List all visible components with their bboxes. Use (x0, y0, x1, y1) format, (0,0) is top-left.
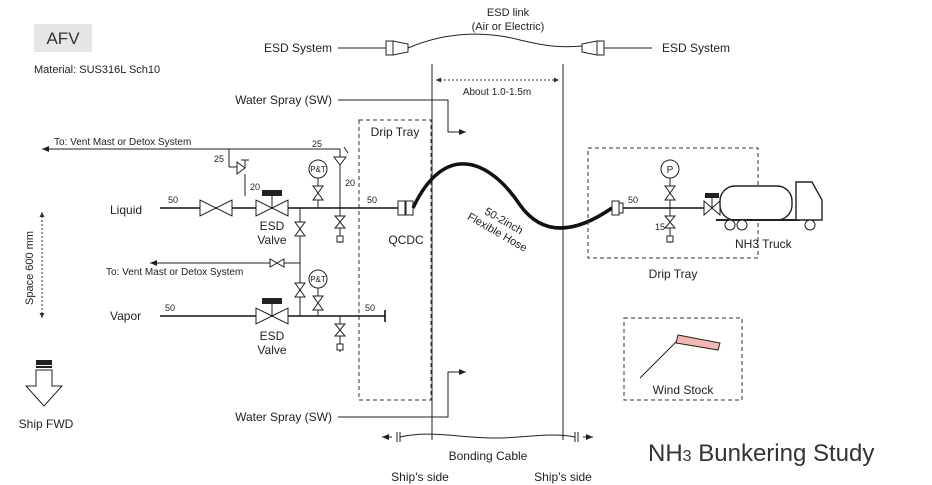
vapor-esd-valve (255, 298, 289, 325)
esd-valve-upper-label: ESD (260, 219, 285, 233)
wind-sock-icon (639, 334, 721, 379)
pt-instrument-lower (308, 269, 328, 316)
afv-badge (34, 24, 92, 52)
study-title-sub: 3 (683, 448, 692, 465)
afv-badge-label: AFV (46, 29, 80, 48)
distance-label: About 1.0-1.5m (463, 87, 531, 98)
bonding-cable-label: Bonding Cable (449, 449, 528, 463)
cross-connection (294, 208, 306, 316)
vapor-drain-valve (333, 316, 347, 352)
water-spray-bottom-label: Water Spray (SW) (235, 410, 332, 424)
size-50-truck: 50 (628, 195, 638, 205)
wind-stock-box (623, 317, 743, 401)
pt-lower-label: P&T (310, 275, 326, 284)
truck-coupling (611, 200, 624, 216)
pt-instrument-upper (308, 159, 328, 208)
size-50-vapor-b: 50 (365, 303, 375, 313)
hose-label: 50-2inch Flexible Hose (465, 206, 529, 255)
liquid-manual-valve (199, 199, 233, 217)
ship-drip-tray-label: Drip Tray (371, 125, 420, 139)
material-label: Material: SUS316L Sch10 (34, 64, 160, 76)
bonding-cable (382, 432, 593, 442)
vent-top-line (42, 146, 341, 157)
qcdc-label: QCDC (388, 233, 424, 247)
relief-valve-25-a (236, 159, 249, 175)
esd-valve-lower-label: ESD (260, 329, 285, 343)
size-25-b: 25 (312, 139, 322, 149)
wind-stock-label: Wind Stock (653, 383, 715, 397)
water-spray-bottom-line (338, 369, 466, 418)
size-15-truck: 15 (655, 222, 665, 232)
esd-system-left-label: ESD System (264, 41, 332, 55)
esd-link-label: ESD link (487, 7, 530, 19)
liquid-esd-valve (255, 190, 289, 217)
esd-link-line (407, 33, 583, 49)
space-label-wrap: Space 600 mm (24, 231, 36, 305)
liquid-label: Liquid (110, 203, 142, 217)
size-20-a: 20 (250, 182, 260, 192)
water-spray-top-line (338, 99, 466, 135)
ships-side-right-label: Ship's side (534, 470, 592, 484)
p-truck-label: P (667, 165, 674, 176)
nh3-truck-icon (716, 181, 823, 231)
truck-drip-tray-label: Drip Tray (649, 267, 698, 281)
liquid-drain-valve (333, 208, 347, 243)
size-50-liquid-a: 50 (168, 195, 178, 205)
vapor-label: Vapor (110, 309, 141, 323)
qcdc-coupling (397, 200, 414, 216)
size-50-vapor-a: 50 (165, 303, 175, 313)
size-50-liquid-b: 50 (367, 195, 377, 205)
esd-connector-left (385, 40, 409, 56)
ship-drip-tray (358, 119, 432, 401)
size-25-a: 25 (214, 154, 224, 164)
ship-fwd-label: Ship FWD (19, 417, 74, 431)
pt-upper-label: P&T (310, 165, 326, 174)
esd-system-right-label: ESD System (662, 41, 730, 55)
vent-mid-label: To: Vent Mast or Detox System (106, 267, 243, 278)
study-title-nh: NH (648, 440, 683, 467)
esd-link-sublabel: (Air or Electric) (472, 21, 545, 33)
vent-top-label: To: Vent Mast or Detox System (54, 137, 191, 148)
study-title: NH3 Bunkering Study (648, 440, 874, 467)
vent-mid-valve (269, 258, 285, 268)
flexible-hose (411, 162, 613, 230)
study-title-rest: Bunkering Study (692, 440, 875, 467)
esd-valve-lower-sublabel: Valve (257, 343, 286, 357)
esd-valve-upper-sublabel: Valve (257, 233, 286, 247)
water-spray-top-label: Water Spray (SW) (235, 93, 332, 107)
ships-side-left-label: Ship's side (391, 470, 449, 484)
space-label: Space 600 mm (24, 231, 36, 305)
ship-fwd-arrow-icon (24, 360, 64, 407)
esd-connector-right (581, 40, 605, 56)
size-20-b: 20 (345, 178, 355, 188)
truck-p-instrument (660, 159, 680, 208)
truck-drain-valve (663, 208, 677, 243)
nh3-truck-label: NH3 Truck (735, 237, 793, 251)
truck-esd-valve (703, 193, 721, 217)
relief-valve-25-b (333, 146, 349, 173)
